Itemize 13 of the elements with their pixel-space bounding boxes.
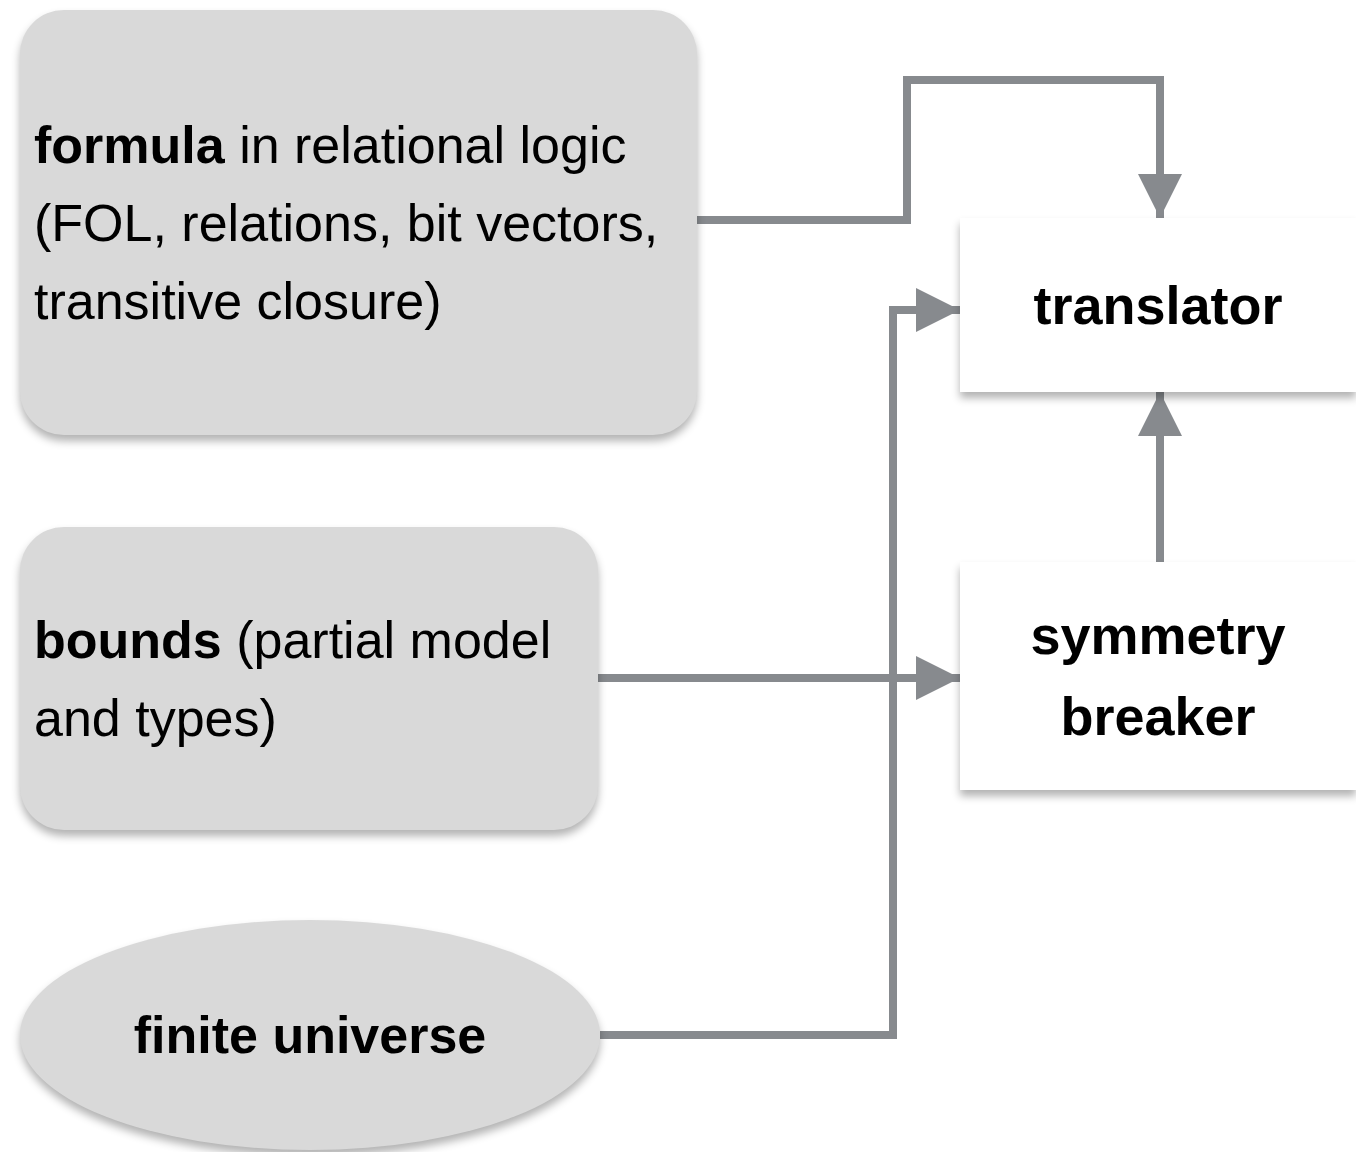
arrow [600,288,960,1039]
node-label: translator [1033,273,1283,337]
node-label: finite universe [133,1005,487,1066]
input-box [20,527,598,830]
node-label: symmetry breaker [1029,604,1287,748]
process-box [960,218,1356,392]
input-box [20,10,697,435]
arrow [598,656,960,700]
node-label: formula in relational logic (FOL, relations, bit vectors, transitive closure) [34,114,660,332]
arrow [1138,392,1182,562]
process-box [960,562,1356,790]
arrow [697,76,1182,224]
node-label: bounds (partial model and types) [34,609,553,749]
